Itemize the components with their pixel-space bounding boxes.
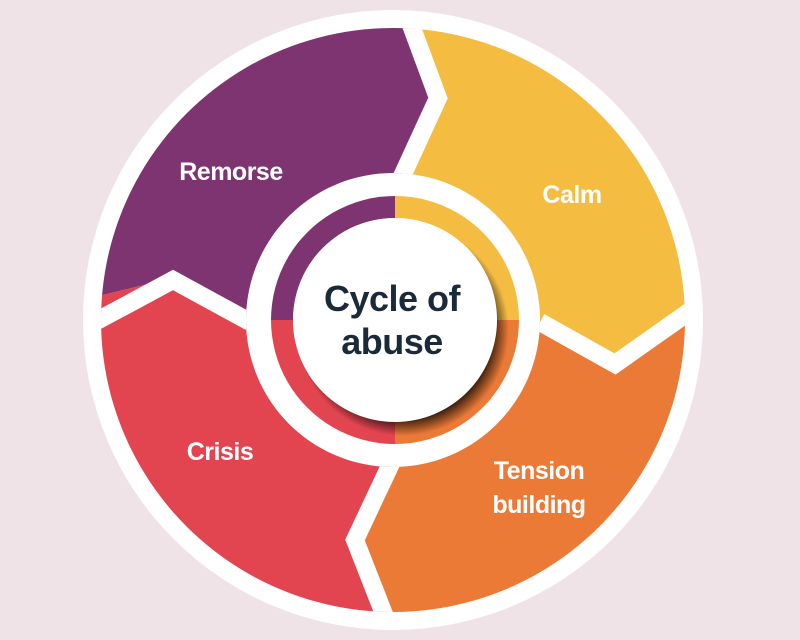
center-disc xyxy=(293,218,497,422)
gap-tension-crisis xyxy=(345,451,407,612)
center-title-line-2: abuse xyxy=(341,321,443,362)
label-calm: Calm xyxy=(542,181,601,209)
center-title-line-1: Cycle of xyxy=(324,278,462,319)
label-tension-building-line-2: building xyxy=(492,491,585,519)
gap-remorse-calm xyxy=(389,28,448,189)
label-tension-building-line-1: Tension xyxy=(494,457,584,485)
label-crisis: Crisis xyxy=(187,438,253,466)
label-remorse: Remorse xyxy=(179,158,283,186)
gap-crisis-remorse xyxy=(101,269,255,338)
